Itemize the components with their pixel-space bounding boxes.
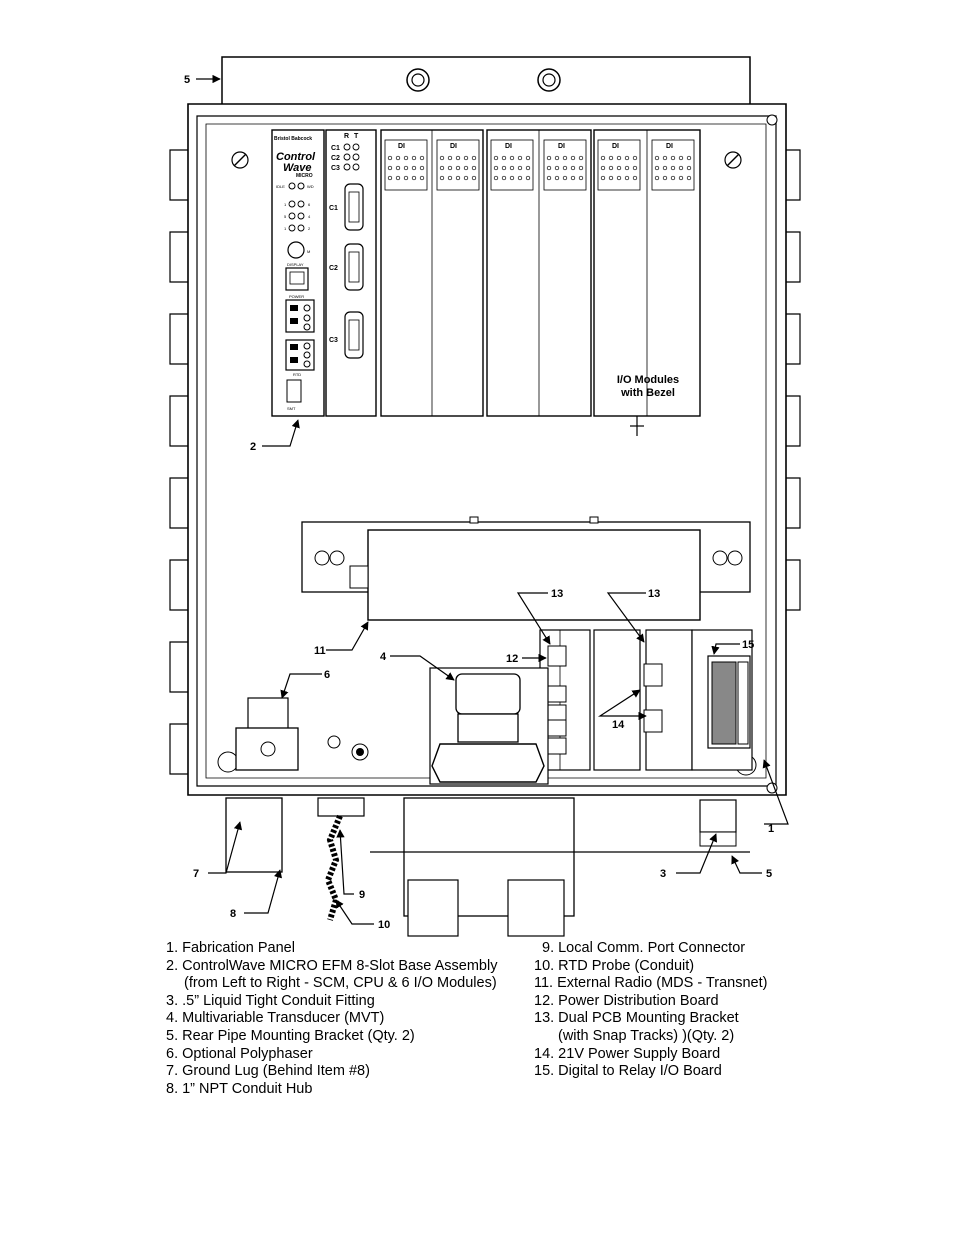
leader-lines [196, 74, 789, 925]
serial-port-c2 [344, 243, 364, 291]
legend-item-11: 11. External Radio (MDS - Transnet) [534, 975, 768, 992]
cpu-led-label-right-3: 2 [308, 226, 311, 231]
legend-item-5: 5. Rear Pipe Mounting Bracket (Qty. 2) [166, 1027, 415, 1044]
io-module-group-3: DI DI I/O Modules with Bezel [593, 129, 701, 436]
smt-connector [286, 379, 302, 403]
power-supply-board [643, 663, 663, 733]
callout-8: 8 [230, 908, 236, 920]
cpu-logo-line1: Control [276, 151, 316, 163]
legend-item-15: 15. Digital to Relay I/O Board [534, 1063, 722, 1080]
legend-item-9: 9. Local Comm. Port Connector [542, 940, 746, 956]
callout-1: 1 [768, 823, 774, 835]
legend-item-3: 3. .5” Liquid Tight Conduit Fitting [166, 992, 375, 1009]
cpu-idle-label: IDLE [276, 184, 285, 189]
power-distribution-board [547, 645, 567, 755]
io-module-group-2: DI DI [486, 129, 592, 417]
callout-2: 2 [250, 441, 256, 453]
legend-item-10: 10. RTD Probe (Conduit) [534, 957, 695, 974]
comm-port-label-c1: C1 [329, 205, 338, 212]
cpu-display-label: DISPLAY [287, 262, 304, 267]
io-label-2: DI [450, 143, 457, 150]
callout-numbers: 5 2 11 4 6 13 13 12 14 15 1 3 5 7 8 9 10 [184, 74, 774, 931]
io-modules-label-line1: I/O Modules [617, 374, 679, 386]
comm-led-c2: C2 [331, 155, 340, 162]
legend-right-column: 9. Local Comm. Port Connector 10. RTD Pr… [534, 940, 767, 1081]
callout-6: 6 [324, 669, 330, 681]
cpu-led-label-1: 1 [284, 226, 287, 231]
io-label-4: DI [558, 143, 565, 150]
cpu-brand: Bristol Babcock [274, 136, 312, 142]
comm-module: R T C1 C2 C3 C1 C2 C3 [325, 129, 377, 417]
io-label-1: DI [398, 143, 405, 150]
callout-5-bottom: 5 [766, 868, 772, 880]
cpu-logo-line2: Wave [283, 162, 312, 174]
callout-15: 15 [742, 639, 754, 651]
legend-item-14: 14. 21V Power Supply Board [534, 1045, 721, 1062]
callout-13-b: 13 [648, 588, 660, 600]
serial-port-c3 [344, 311, 364, 359]
multivariable-transducer [429, 667, 549, 785]
cpu-led-label-5: 5 [284, 214, 287, 219]
comm-r-label: R [344, 133, 349, 140]
callout-14: 14 [612, 719, 625, 731]
legend-item-2-continued: (from Left to Right - SCM, CPU & 6 I/O M… [184, 975, 497, 992]
cpu-smt-label: SMT [287, 406, 296, 411]
cpu-led-label-right-2: 4 [308, 214, 311, 219]
callout-12: 12 [506, 653, 518, 665]
callout-4: 4 [380, 651, 387, 663]
cpu-wd-label: WD [307, 184, 314, 189]
callout-3: 3 [660, 868, 666, 880]
callout-11: 11 [314, 645, 326, 657]
cpu-power-label: POWER [289, 294, 304, 299]
callout-5-top: 5 [184, 74, 190, 86]
ethernet-port [285, 267, 309, 291]
cpu-led-label-right-1: 6 [308, 202, 311, 207]
cpu-m-label: M [307, 249, 310, 254]
legend-item-7: 7. Ground Lug (Behind Item #8) [166, 1063, 370, 1080]
serial-port-c1 [344, 183, 364, 231]
external-radio [301, 516, 751, 621]
legend-item-6: 6. Optional Polyphaser [166, 1045, 313, 1062]
cpu-mode-switch [287, 241, 305, 259]
io-modules-label-line2: with Bezel [620, 387, 675, 399]
local-comm-connector [327, 735, 369, 761]
io-terminal-dots [387, 155, 692, 181]
cpu-module: Bristol Babcock Control Wave MICRO IDLE … [271, 129, 325, 417]
callout-13-a: 13 [551, 588, 563, 600]
comm-port-label-c2: C2 [329, 265, 338, 272]
legend-left-column: 1. Fabrication Panel 2. ControlWave MICR… [166, 940, 497, 1093]
comm-t-label: T [354, 133, 359, 140]
legend-item-4: 4. Multivariable Transducer (MVT) [166, 1010, 385, 1027]
optional-polyphaser [235, 697, 299, 771]
comm-led-c1: C1 [331, 145, 340, 152]
legend-item-13: 13. Dual PCB Mounting Bracket [534, 1010, 739, 1027]
callout-10: 10 [378, 919, 390, 931]
cpu-rtd-label: RTD [293, 372, 301, 377]
cpu-logo-line3: MICRO [296, 173, 313, 179]
callout-9: 9 [359, 889, 365, 901]
comm-led-c3: C3 [331, 165, 340, 172]
legend-item-2: 2. ControlWave MICRO EFM 8-Slot Base Ass… [166, 957, 498, 974]
cpu-led-label-6: 1 [284, 202, 287, 207]
legend-item-13-continued: (with Snap Tracks) )(Qty. 2) [558, 1027, 735, 1044]
digital-relay-io-board [707, 655, 751, 749]
legend-item-8: 8. 1” NPT Conduit Hub [166, 1080, 313, 1093]
top-mounting-bracket [221, 56, 751, 106]
comm-port-label-c3: C3 [329, 337, 338, 344]
io-label-3: DI [505, 143, 512, 150]
io-label-6: DI [666, 143, 673, 150]
legend-item-1: 1. Fabrication Panel [166, 940, 295, 956]
bottom-fittings [225, 797, 750, 937]
io-module-group-1: DI DI [380, 129, 484, 417]
io-label-5: DI [612, 143, 619, 150]
callout-7: 7 [193, 868, 199, 880]
legend-item-12: 12. Power Distribution Board [534, 992, 719, 1009]
